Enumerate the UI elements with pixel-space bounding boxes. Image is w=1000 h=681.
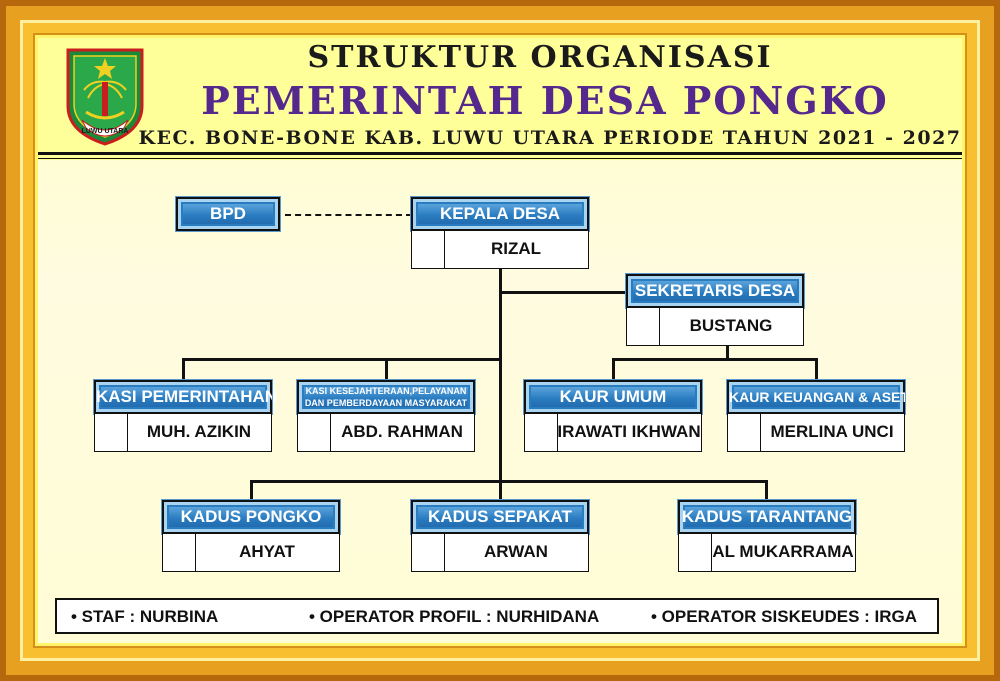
- node-bpd-title: BPD: [175, 196, 281, 232]
- node-kepala-desa: KEPALA DESA RIZAL: [410, 196, 590, 269]
- node-kadus-sepakat-name: ARWAN: [484, 542, 548, 561]
- staff-operator-profil: • OPERATOR PROFIL : NURHIDANA: [309, 607, 600, 626]
- node-kepala-desa-name: RIZAL: [490, 239, 542, 258]
- photo-placeholder: [728, 414, 761, 451]
- connector-kasi-kesejahteraan-drop: [385, 358, 388, 381]
- connector-kaur-horizontal: [612, 358, 818, 361]
- node-kepala-desa-body: RIZAL: [411, 231, 589, 269]
- node-bpd: BPD: [175, 196, 281, 233]
- photo-placeholder: [679, 534, 712, 571]
- luwu-utara-emblem-logo: LUWU UTARA: [66, 48, 144, 146]
- node-kadus-pongko-title: KADUS PONGKO: [161, 499, 341, 535]
- node-kadus-pongko: KADUS PONGKO AHYAT: [161, 499, 341, 572]
- logo-text: LUWU UTARA: [82, 128, 129, 135]
- node-kadus-pongko-name: AHYAT: [239, 542, 295, 561]
- node-kaur-umum-name: IRAWATI IKHWAN: [557, 422, 701, 441]
- node-kaur-umum-body: IRAWATI IKHWAN: [524, 414, 702, 452]
- connector-kasi-horizontal: [182, 358, 502, 361]
- page-subtitle: KEC. BONE-BONE KAB. LUWU UTARA PERIODE T…: [138, 127, 962, 149]
- connector-main-vertical: [499, 269, 502, 501]
- node-kaur-umum: KAUR UMUM IRAWATI IKHWAN: [523, 379, 703, 452]
- page-title-line1: STRUKTUR ORGANISASI: [307, 40, 773, 75]
- header-divider-thin: [38, 158, 962, 159]
- node-sekretaris-desa-title: SEKRETARIS DESA: [625, 273, 805, 309]
- photo-placeholder: [525, 414, 558, 451]
- header-background: [38, 38, 962, 160]
- staff-operator-siskeudes: • OPERATOR SISKEUDES : IRGA: [651, 607, 918, 626]
- node-kasi-kesejahteraan-body: ABD. RAHMAN: [297, 414, 475, 452]
- node-kadus-tarantang-name: AL MUKARRAMA: [712, 542, 854, 561]
- node-kaur-umum-title: KAUR UMUM: [523, 379, 703, 415]
- photo-placeholder: [412, 231, 445, 268]
- staff-footer: • STAF : NURBINA • OPERATOR PROFIL : NUR…: [55, 598, 939, 634]
- node-kasi-kesejahteraan-title: KASI KESEJAHTERAAN,PELAYANAN DAN PEMBERD…: [296, 379, 476, 415]
- connector-kaur-umum-drop: [612, 358, 615, 381]
- staff-staf: • STAF : NURBINA: [71, 607, 219, 626]
- node-kadus-tarantang: KADUS TARANTANG AL MUKARRAMA: [677, 499, 857, 572]
- node-kasi-kesejahteraan: KASI KESEJAHTERAAN,PELAYANAN DAN PEMBERD…: [296, 379, 476, 452]
- photo-placeholder: [95, 414, 128, 451]
- node-kaur-keuangan: KAUR KEUANGAN & ASET MERLINA UNCI: [726, 379, 909, 452]
- connector-bpd-kepala: [285, 214, 412, 216]
- node-sekretaris-desa-name: BUSTANG: [689, 316, 773, 335]
- connector-to-sekretaris: [499, 291, 627, 294]
- node-kasi-kesejahteraan-title-line1: KASI KESEJAHTERAAN,PELAYANAN: [305, 386, 467, 396]
- node-kadus-tarantang-title: KADUS TARANTANG: [677, 499, 857, 535]
- node-kepala-desa-title: KEPALA DESA: [410, 196, 590, 232]
- node-kasi-pemerintahan-name: MUH. AZIKIN: [146, 422, 252, 441]
- connector-kasi-pemerintahan-drop: [182, 358, 185, 381]
- node-kadus-pongko-body: AHYAT: [162, 534, 340, 572]
- connector-kaur-keuangan-drop: [815, 358, 818, 381]
- node-sekretaris-desa-body: BUSTANG: [626, 308, 804, 346]
- node-kadus-sepakat: KADUS SEPAKAT ARWAN: [410, 499, 590, 572]
- node-kaur-keuangan-body: MERLINA UNCI: [727, 414, 905, 452]
- node-kaur-keuangan-name: MERLINA UNCI: [770, 422, 894, 441]
- photo-placeholder: [412, 534, 445, 571]
- node-kasi-kesejahteraan-name: ABD. RAHMAN: [341, 422, 463, 441]
- node-kasi-pemerintahan-title: KASI PEMERINTAHAN: [93, 379, 277, 415]
- connector-sekretaris-down: [726, 345, 729, 360]
- node-kadus-sepakat-body: ARWAN: [411, 534, 589, 572]
- node-kasi-pemerintahan-body: MUH. AZIKIN: [94, 414, 272, 452]
- node-kasi-pemerintahan: KASI PEMERINTAHAN MUH. AZIKIN: [93, 379, 277, 452]
- photo-placeholder: [627, 308, 660, 345]
- page-title-line2: PEMERINTAH DESA PONGKO: [201, 78, 889, 123]
- node-kadus-sepakat-title: KADUS SEPAKAT: [410, 499, 590, 535]
- photo-placeholder: [298, 414, 331, 451]
- connector-kadus-horizontal: [250, 480, 768, 483]
- connector-kadus-tarantang-drop: [765, 480, 768, 501]
- photo-placeholder: [163, 534, 196, 571]
- connector-kadus-pongko-drop: [250, 480, 253, 501]
- node-kadus-tarantang-body: AL MUKARRAMA: [678, 534, 856, 572]
- node-sekretaris-desa: SEKRETARIS DESA BUSTANG: [625, 273, 805, 346]
- node-kasi-kesejahteraan-title-line2: DAN PEMBERDAYAAN MASYARAKAT: [304, 398, 468, 408]
- node-kaur-keuangan-title: KAUR KEUANGAN & ASET: [726, 379, 909, 415]
- header-divider-thick: [38, 152, 962, 155]
